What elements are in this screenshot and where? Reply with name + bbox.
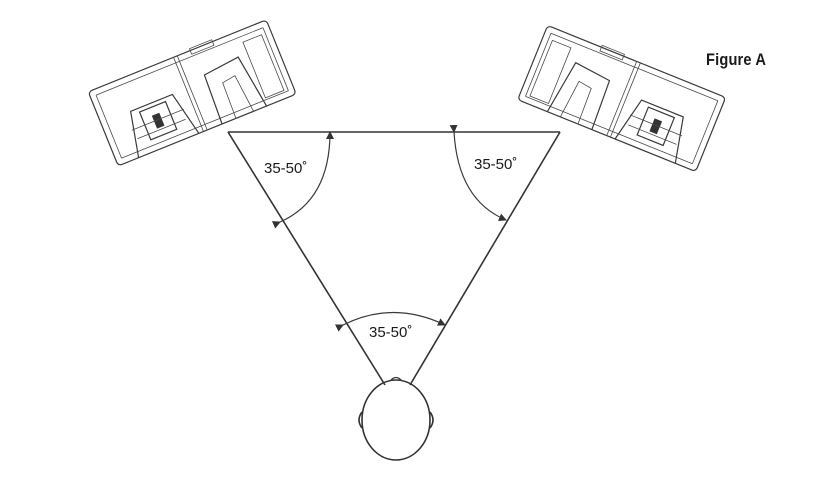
left-angle-arc (271, 131, 334, 229)
right-speaker-icon (518, 26, 726, 171)
bottom-angle-label: 35-50˚ (369, 324, 413, 341)
left-angle-label: 35-50˚ (264, 160, 308, 177)
left-speaker-icon (88, 20, 296, 166)
bottom-angle-arc (334, 312, 446, 332)
figure-title: Figure A (706, 50, 767, 69)
right-angle-arc (449, 124, 507, 221)
right-angle-label: 35-50˚ (474, 156, 518, 173)
listener-head-icon (358, 376, 434, 461)
